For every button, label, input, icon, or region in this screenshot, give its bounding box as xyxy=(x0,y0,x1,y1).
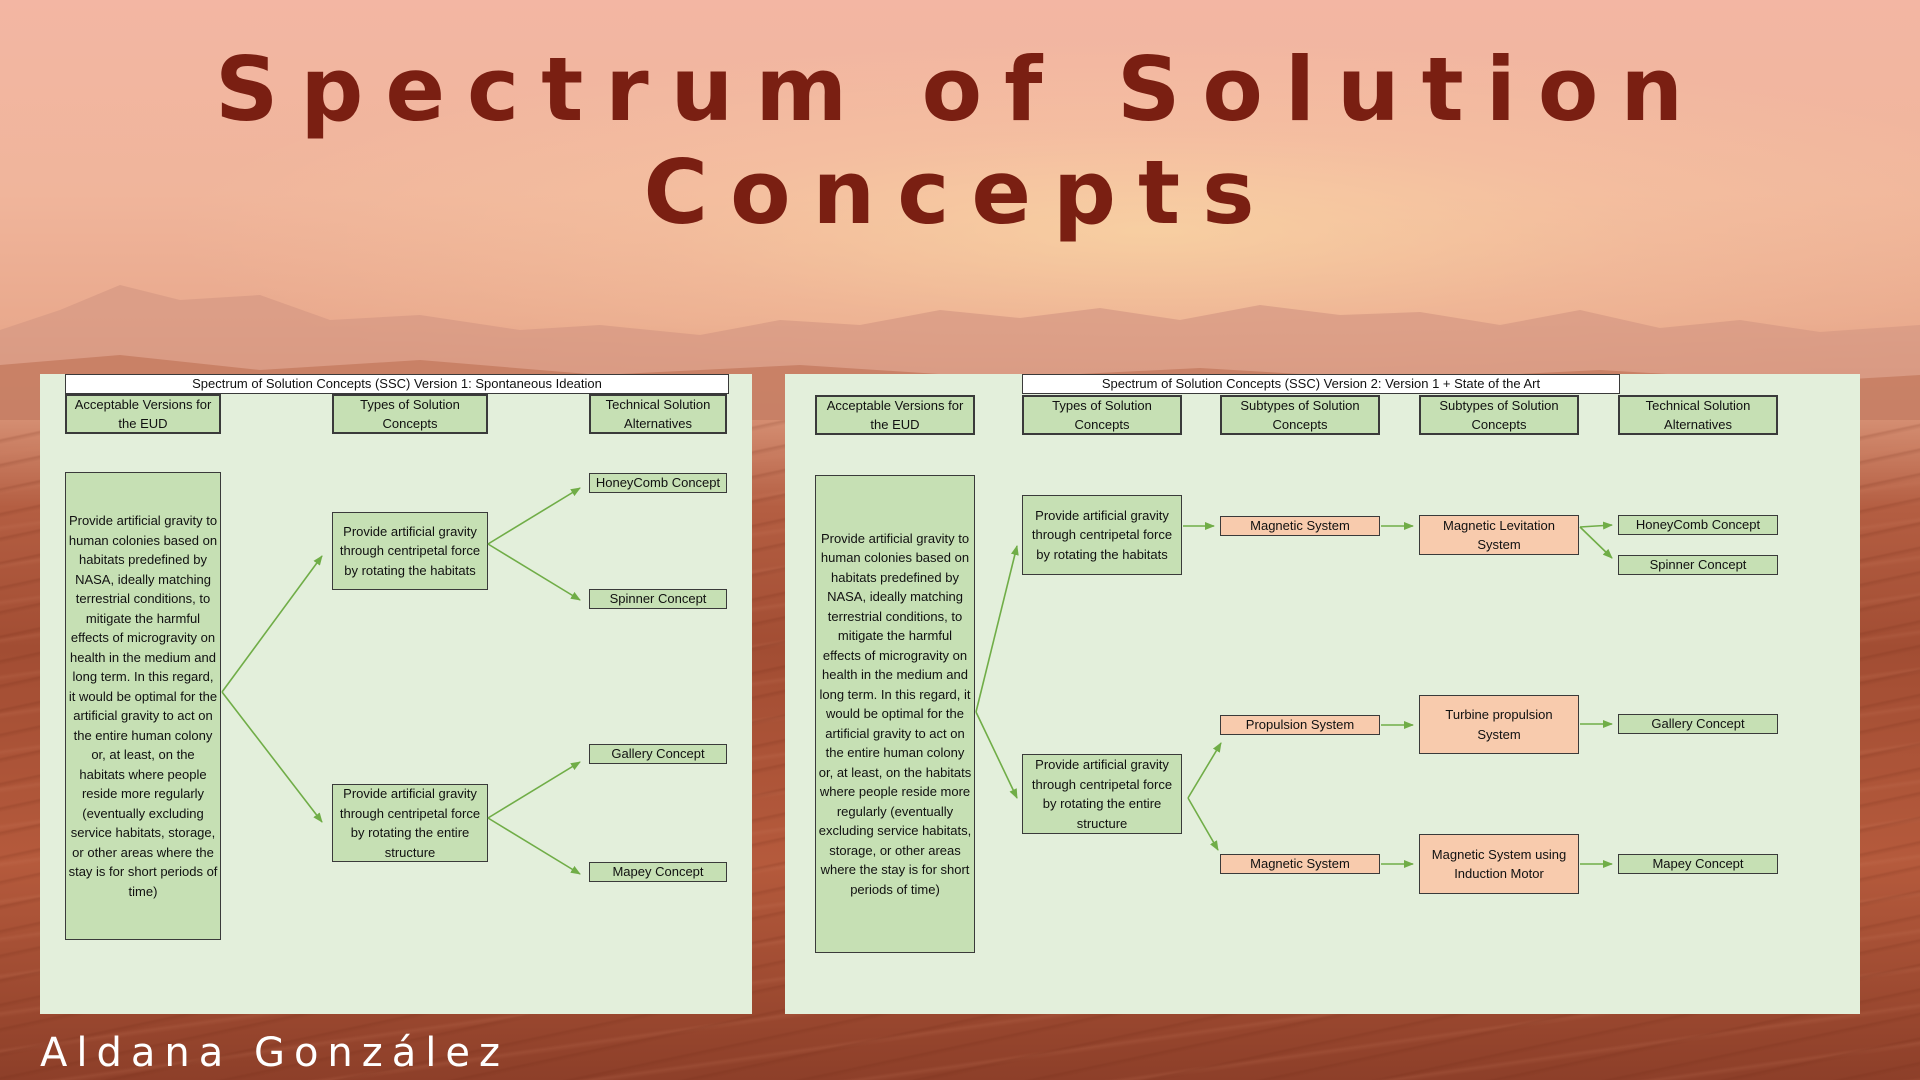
v2-col-header-subtypes-2: Subtypes of Solution Concepts xyxy=(1419,395,1579,435)
v2-arrow-type2-to-propulsion xyxy=(1187,742,1222,799)
v2-sub-magnetic-system-1: Magnetic System xyxy=(1220,516,1380,536)
v1-arrow-type1-to-spinner xyxy=(487,543,581,601)
v1-alt-mapey: Mapey Concept xyxy=(589,862,727,882)
v1-type-rotating-structure: Provide artificial gravity through centr… xyxy=(332,784,488,862)
slide-title: Spectrum of Solution Concepts xyxy=(214,38,1706,244)
v1-arrow-type2-to-gallery xyxy=(487,761,581,819)
v1-type-rotating-habitats: Provide artificial gravity through centr… xyxy=(332,512,488,590)
v2-arrow-eud-to-type1 xyxy=(975,545,1019,713)
v2-sub-turbine-propulsion: Turbine propulsion System xyxy=(1419,695,1579,754)
v2-col-header-alternatives: Technical Solution Alternatives xyxy=(1618,395,1778,435)
v2-col-header-types: Types of Solution Concepts xyxy=(1022,395,1182,435)
v1-alt-gallery: Gallery Concept xyxy=(589,744,727,764)
v2-alt-mapey: Mapey Concept xyxy=(1618,854,1778,874)
v2-sub-propulsion-system: Propulsion System xyxy=(1220,715,1380,735)
v2-arrow-eud-to-type2 xyxy=(975,711,1018,799)
v2-alt-spinner: Spinner Concept xyxy=(1618,555,1778,575)
v2-eud-box: Provide artificial gravity to human colo… xyxy=(815,475,975,953)
v2-type-rotating-structure: Provide artificial gravity through centr… xyxy=(1022,754,1182,834)
v2-arrow-levitation-to-spinner xyxy=(1579,526,1613,559)
v2-type-rotating-habitats: Provide artificial gravity through centr… xyxy=(1022,495,1182,575)
v2-alt-gallery: Gallery Concept xyxy=(1618,714,1778,734)
v2-col-header-subtypes-1: Subtypes of Solution Concepts xyxy=(1220,395,1380,435)
ssc-v2-header: Spectrum of Solution Concepts (SSC) Vers… xyxy=(1022,374,1620,394)
author-name: Aldana González xyxy=(40,1030,510,1076)
v1-eud-box: Provide artificial gravity to human colo… xyxy=(65,472,221,940)
v1-col-header-alternatives: Technical Solution Alternatives xyxy=(589,394,727,434)
v1-alt-spinner: Spinner Concept xyxy=(589,589,727,609)
v1-arrow-type1-to-honeycomb xyxy=(487,487,581,545)
v2-sub-induction-motor: Magnetic System using Induction Motor xyxy=(1419,834,1579,894)
v2-sub-magnetic-levitation: Magnetic Levitation System xyxy=(1419,515,1579,555)
v2-col-header-eud: Acceptable Versions for the EUD xyxy=(815,395,975,435)
v1-arrow-type2-to-mapey xyxy=(487,817,581,875)
v2-alt-honeycomb: HoneyComb Concept xyxy=(1618,515,1778,535)
v2-arrow-type2-to-magnetic xyxy=(1187,797,1219,851)
v2-arrow-levitation-to-honeycomb xyxy=(1579,521,1613,530)
v2-sub-magnetic-system-2: Magnetic System xyxy=(1220,854,1380,874)
v1-col-header-eud: Acceptable Versions for the EUD xyxy=(65,394,221,434)
v1-arrow-eud-to-type2 xyxy=(221,691,323,823)
v1-arrow-eud-to-type1 xyxy=(221,555,323,693)
ssc-v1-header: Spectrum of Solution Concepts (SSC) Vers… xyxy=(65,374,729,394)
v1-alt-honeycomb: HoneyComb Concept xyxy=(589,473,727,493)
v1-col-header-types: Types of Solution Concepts xyxy=(332,394,488,434)
